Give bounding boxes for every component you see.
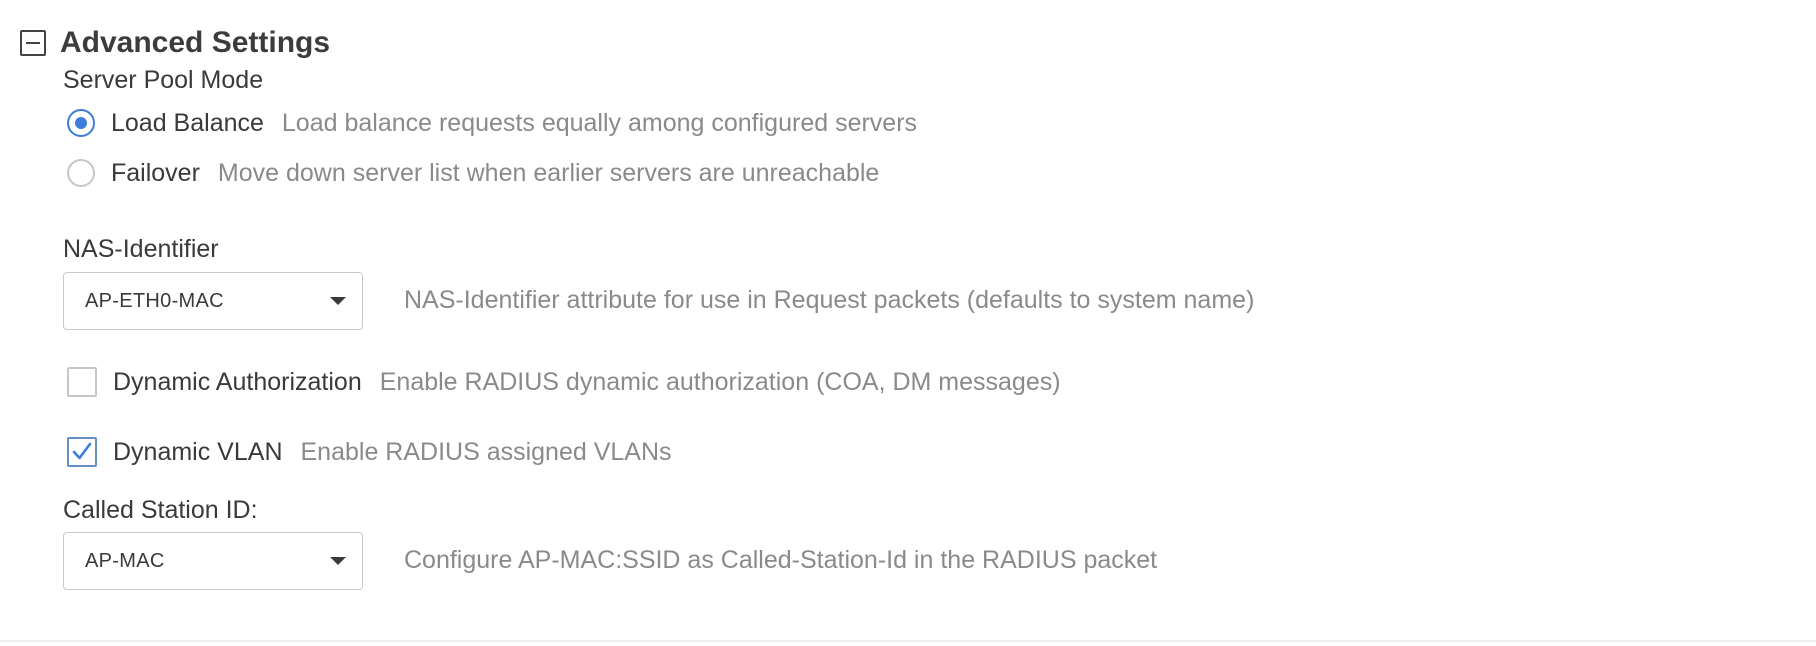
section-divider: [0, 640, 1816, 642]
dynamic-authorization-description: Enable RADIUS dynamic authorization (COA…: [379, 367, 1061, 396]
dynamic-vlan-description: Enable RADIUS assigned VLANs: [300, 437, 672, 466]
caret-down-icon: [330, 557, 346, 565]
caret-down-icon: [330, 297, 346, 305]
called-station-id-select[interactable]: AP-MAC: [63, 532, 363, 590]
called-station-id-description: Configure AP-MAC:SSID as Called-Station-…: [404, 546, 1158, 574]
dynamic-vlan-label[interactable]: Dynamic VLAN: [113, 437, 283, 466]
radio-failover-row[interactable]: Failover Move down server list when earl…: [67, 155, 879, 191]
radio-failover-label[interactable]: Failover: [111, 158, 200, 187]
collapse-minus-icon[interactable]: [20, 30, 46, 56]
nas-identifier-label: NAS-Identifier: [63, 235, 219, 263]
radio-failover[interactable]: [67, 159, 95, 187]
radio-load-balance[interactable]: [67, 109, 95, 137]
dynamic-authorization-checkbox[interactable]: [67, 367, 97, 397]
dynamic-vlan-checkbox[interactable]: [67, 437, 97, 467]
called-station-id-label: Called Station ID:: [63, 496, 258, 524]
nas-identifier-select[interactable]: AP-ETH0-MAC: [63, 272, 363, 330]
radio-failover-description: Move down server list when earlier serve…: [217, 158, 880, 187]
server-pool-mode-label: Server Pool Mode: [63, 66, 264, 94]
advanced-settings-header[interactable]: Advanced Settings: [20, 25, 330, 61]
dynamic-authorization-label[interactable]: Dynamic Authorization: [113, 367, 362, 396]
dynamic-authorization-row[interactable]: Dynamic Authorization Enable RADIUS dyna…: [67, 364, 1061, 400]
radio-load-balance-label[interactable]: Load Balance: [111, 108, 264, 137]
nas-identifier-value: AP-ETH0-MAC: [85, 289, 224, 312]
section-title: Advanced Settings: [60, 26, 331, 59]
radio-load-balance-description: Load balance requests equally among conf…: [281, 108, 918, 137]
checkmark-icon: [72, 442, 92, 460]
dynamic-vlan-row[interactable]: Dynamic VLAN Enable RADIUS assigned VLAN…: [67, 434, 672, 470]
nas-identifier-description: NAS-Identifier attribute for use in Requ…: [404, 286, 1255, 314]
radio-load-balance-row[interactable]: Load Balance Load balance requests equal…: [67, 105, 917, 141]
called-station-id-value: AP-MAC: [85, 549, 165, 572]
